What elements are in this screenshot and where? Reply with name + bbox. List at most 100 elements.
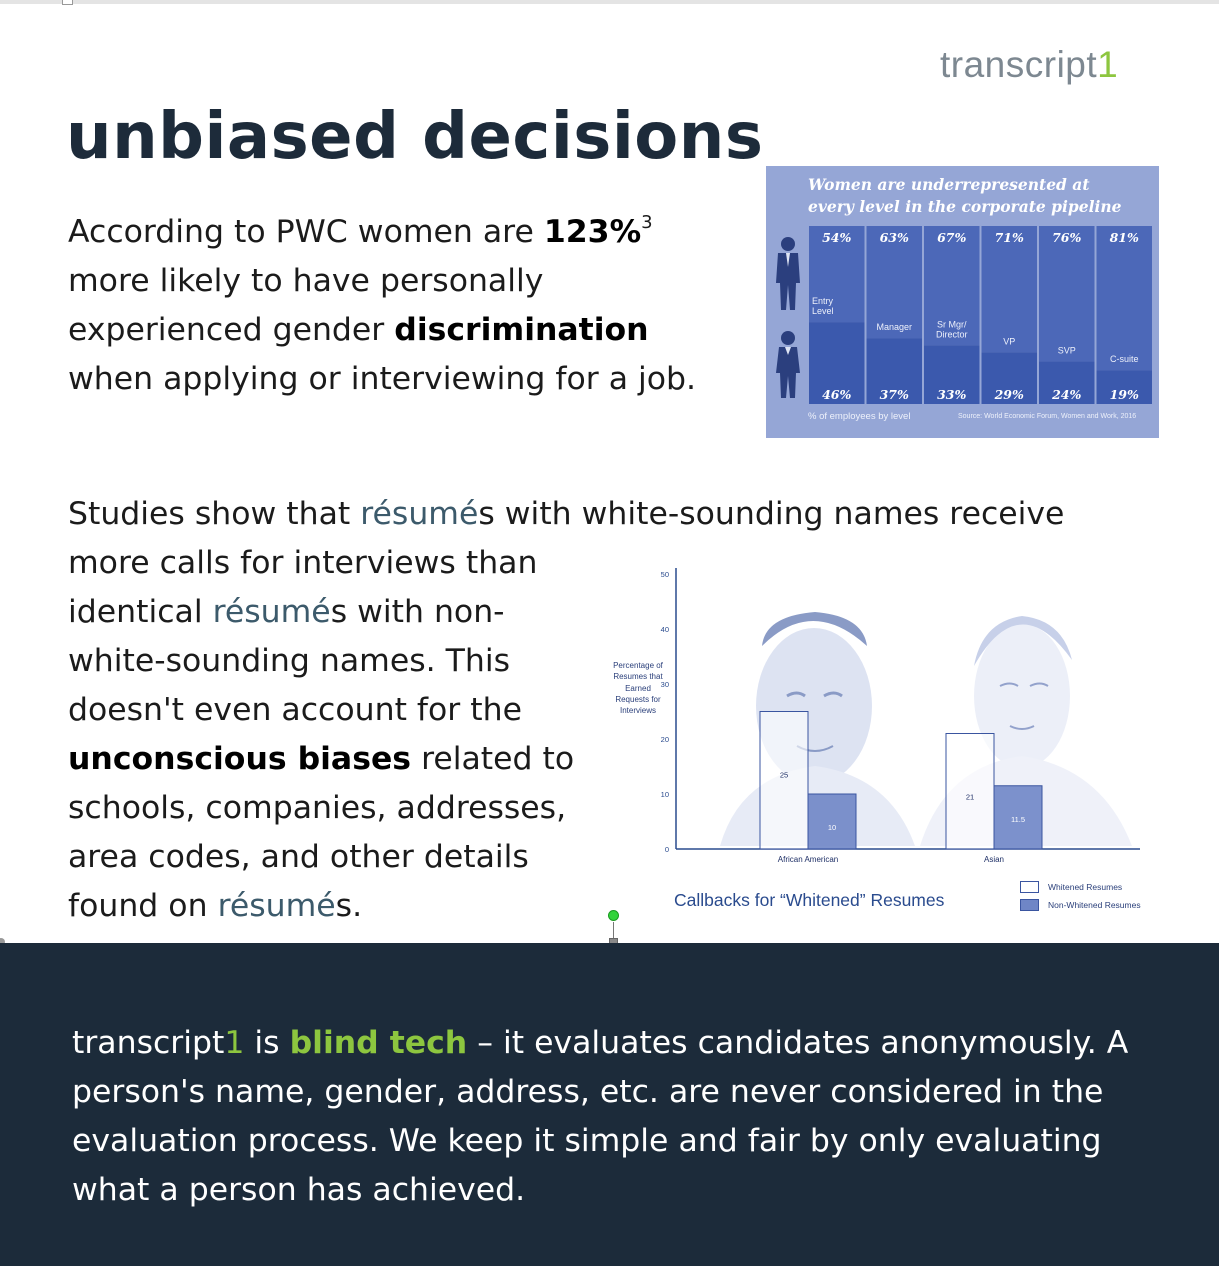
men-percent: 63% — [880, 230, 909, 245]
top-border — [0, 0, 1219, 4]
men-bar — [924, 226, 980, 346]
women-bar — [1039, 361, 1095, 404]
men-bar — [866, 226, 922, 339]
women-bar — [924, 345, 980, 404]
rotation-handle-stem — [613, 922, 614, 940]
resume-word: résumé — [217, 888, 336, 924]
man-icon — [776, 237, 800, 310]
bar-value-label: 11.5 — [1011, 815, 1025, 824]
studies-line-8: area codes, and other details — [68, 839, 529, 875]
pipeline-title: Women are underrepresented at every leve… — [808, 174, 1158, 218]
x-category-label: Asian — [984, 855, 1004, 864]
level-label: C-suite — [1110, 354, 1139, 364]
legend-whitened: Whitened Resumes — [1020, 878, 1141, 896]
men-bar — [1096, 226, 1152, 371]
men-percent: 67% — [937, 230, 966, 245]
studies-line-6: unconscious biases related to — [68, 735, 1218, 784]
men-bar — [1039, 226, 1095, 362]
non-whitened-bar — [993, 785, 1043, 850]
bar-value-label: 21 — [966, 793, 974, 802]
studies-line-2: more calls for interviews than — [68, 545, 538, 581]
level-label: VP — [1003, 336, 1015, 346]
women-bar — [981, 352, 1037, 404]
women-percent: 46% — [822, 387, 851, 402]
studies-text: s with white-sounding names receive — [478, 496, 1065, 532]
studies-text: found on — [68, 888, 218, 924]
level-label: Entry — [812, 296, 834, 306]
pipeline-note: % of employees by level — [808, 411, 911, 422]
resume-word: résumé — [360, 496, 479, 532]
stat-123-percent: 123% — [543, 214, 642, 250]
legend-swatch-whitened — [1020, 881, 1039, 893]
intro-paragraph: According to PWC women are 123%3 more li… — [68, 208, 758, 404]
studies-line-3: identical résumés with non- — [68, 588, 1218, 637]
men-percent: 71% — [995, 230, 1024, 245]
women-percent: 29% — [994, 387, 1024, 402]
level-label: Director — [936, 329, 968, 339]
footer-paragraph: transcript1 is blind tech – it evaluates… — [72, 1019, 1192, 1215]
studies-text: Studies show that — [68, 496, 361, 532]
footer-line-2: person's name, gender, address, etc. are… — [72, 1074, 1104, 1110]
y-tick-label: 10 — [661, 790, 669, 799]
page-title: unbiased decisions — [66, 100, 764, 174]
intro-text: experienced gender — [68, 312, 395, 348]
discrimination-emphasis: discrimination — [394, 312, 649, 348]
woman-icon — [776, 331, 800, 398]
bar-value-label: 25 — [780, 771, 788, 780]
callbacks-chart-title: Callbacks for “Whitened” Resumes — [674, 890, 945, 910]
footnote-ref: 3 — [641, 212, 653, 233]
legend-label: Whitened Resumes — [1048, 882, 1123, 892]
women-percent: 33% — [937, 387, 966, 402]
studies-line-7: schools, companies, addresses, — [68, 790, 567, 826]
level-label: Manager — [876, 322, 912, 332]
resize-handle-left[interactable] — [0, 938, 5, 946]
studies-line-9: found on résumés. — [68, 882, 1218, 931]
women-bar — [809, 322, 865, 404]
footer-text: is — [244, 1025, 290, 1061]
legend-label: Non-Whitened Resumes — [1048, 900, 1141, 910]
pipeline-infographic: Women are underrepresented at every leve… — [766, 166, 1159, 438]
pipeline-title-line: Women are underrepresented at — [808, 175, 1090, 194]
studies-text: related to — [411, 741, 575, 777]
whitened-bar — [759, 711, 809, 850]
y-tick-label: 50 — [661, 570, 669, 579]
intro-line-2: more likely to have personally — [68, 263, 544, 299]
logo-word: transcript — [940, 44, 1098, 85]
non-whitened-bar — [807, 793, 857, 850]
footer-line-4: what a person has achieved. — [72, 1172, 526, 1208]
level-label: SVP — [1058, 345, 1076, 355]
level-label: Level — [812, 306, 834, 316]
footer-band: transcript1 is blind tech – it evaluates… — [0, 943, 1219, 1266]
women-bar — [1096, 370, 1152, 404]
rotation-handle[interactable] — [608, 910, 619, 921]
men-bar — [981, 226, 1037, 353]
footer-brand-digit: 1 — [224, 1025, 245, 1061]
studies-text: identical — [68, 594, 213, 630]
studies-line-4: white-sounding names. This — [68, 643, 511, 679]
legend-non-whitened: Non-Whitened Resumes — [1020, 896, 1141, 914]
footer-brand: transcript — [72, 1025, 225, 1061]
level-label: Sr Mgr/ — [937, 319, 967, 329]
intro-line-1: According to PWC women are 123%3 — [68, 208, 758, 257]
footer-line-1: transcript1 is blind tech – it evaluates… — [72, 1019, 1192, 1068]
resume-word: résumé — [212, 594, 331, 630]
studies-text: s with non- — [330, 594, 505, 630]
y-tick-label: 0 — [665, 845, 669, 854]
men-percent: 76% — [1052, 230, 1081, 245]
men-percent: 81% — [1110, 230, 1139, 245]
legend-swatch-non-whitened — [1020, 899, 1039, 911]
women-percent: 19% — [1110, 387, 1139, 402]
intro-text: According to PWC women are — [68, 214, 544, 250]
logo-digit: 1 — [1097, 44, 1119, 85]
men-percent: 54% — [822, 230, 851, 245]
intro-line-4: when applying or interviewing for a job. — [68, 361, 697, 397]
callbacks-legend: Whitened Resumes Non-Whitened Resumes — [1020, 878, 1141, 914]
footer-text: – it evaluates candidates anonymously. A — [467, 1025, 1129, 1061]
y-tick-label: 20 — [661, 735, 669, 744]
men-bar — [809, 226, 865, 323]
x-category-label: African American — [778, 855, 838, 864]
unconscious-biases-emphasis: unconscious biases — [68, 741, 412, 777]
